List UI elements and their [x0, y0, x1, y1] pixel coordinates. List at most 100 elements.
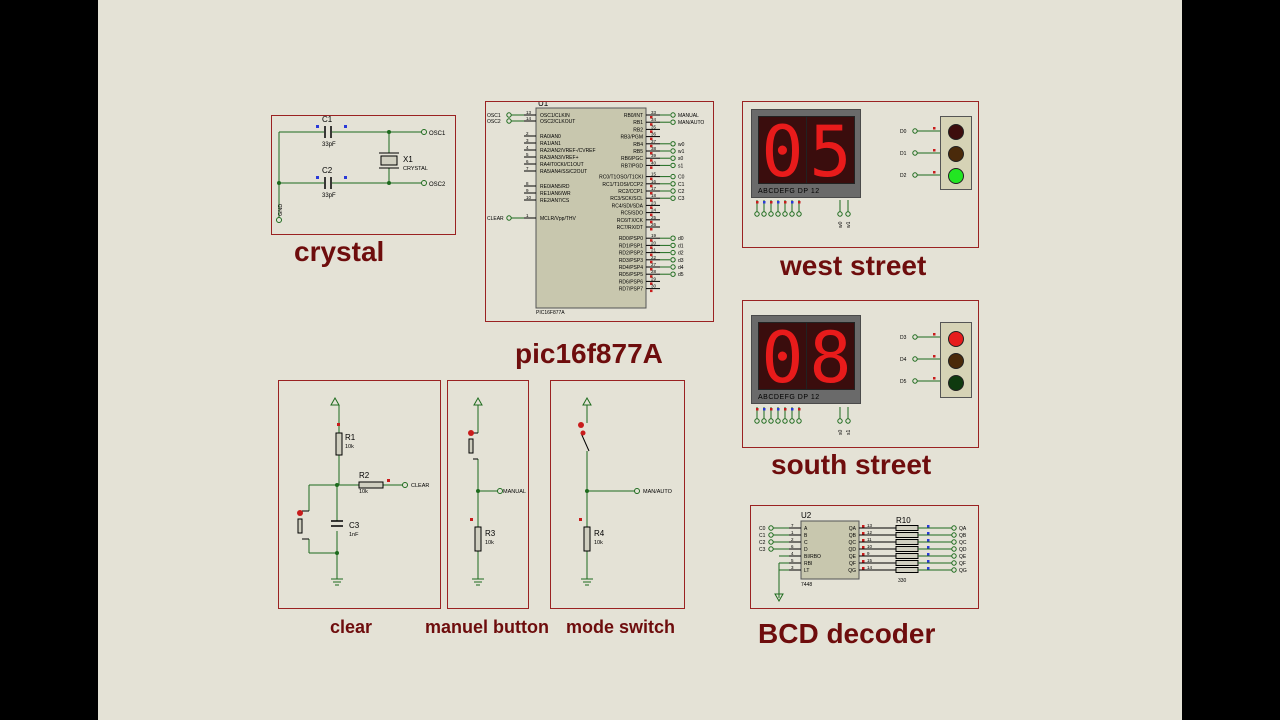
south-segment-terminal[interactable] [754, 418, 760, 424]
decoder-input-terminal[interactable] [768, 546, 774, 552]
pic-terminal[interactable] [670, 155, 676, 161]
south-lamp-terminal[interactable] [912, 356, 918, 362]
south-select-terminal[interactable] [837, 418, 843, 424]
pic-pin-name: RA5/AN4/SS/C2OUT [540, 169, 587, 175]
pic-terminal[interactable] [670, 257, 676, 263]
u1-ref: U1 [538, 102, 549, 108]
south-select-label: s1 [846, 430, 852, 436]
pic-pin-name: RA3/AN3/VREF+ [540, 155, 579, 161]
pic-pin-name: RA1/AN1 [540, 141, 561, 147]
south-segment-terminal[interactable] [796, 418, 802, 424]
pic-terminal[interactable] [670, 195, 676, 201]
south-segment-terminal[interactable] [768, 418, 774, 424]
pic-pin-num: 17 [651, 186, 657, 191]
c1-value: 33pF [322, 142, 336, 148]
south-lamp-terminal[interactable] [912, 334, 918, 340]
west-segment-terminal[interactable] [796, 211, 802, 217]
west-segment-terminal[interactable] [761, 211, 767, 217]
decoder-input-terminal[interactable] [768, 539, 774, 545]
decoder-input-label: C0 [759, 526, 766, 532]
south-segment-terminal[interactable] [789, 418, 795, 424]
pic-pin-num: 7 [526, 166, 529, 171]
pic-terminal-label: s1 [678, 163, 684, 169]
decoder-output-terminal[interactable] [951, 525, 957, 531]
decoder-pin-name: QA [849, 526, 857, 532]
pic-terminal[interactable] [670, 181, 676, 187]
pic-pin-num: 23 [651, 200, 657, 205]
decoder-resistor [895, 532, 919, 538]
pic-terminal[interactable] [670, 235, 676, 241]
south-pin-labels: ABCDEFG DP 12 [758, 394, 820, 401]
decoder-output-terminal[interactable] [951, 567, 957, 573]
decoder-input-terminal[interactable] [768, 525, 774, 531]
south-digit-1-panel: 0 [758, 319, 807, 397]
pic-terminal[interactable] [670, 141, 676, 147]
pic-pin-name: RA4/T0CKI/C1OUT [540, 162, 584, 168]
pic-pin-name: RB2 [633, 127, 643, 133]
pic-terminal[interactable] [670, 188, 676, 194]
decoder-pin-num: 13 [867, 523, 873, 528]
pic-terminal[interactable] [670, 264, 676, 270]
pic-part: PIC16F877A [536, 310, 565, 316]
west-segment-terminal[interactable] [768, 211, 774, 217]
decoder-output-label: QF [959, 561, 966, 567]
pic-terminal[interactable] [670, 271, 676, 277]
west-segment-terminal[interactable] [775, 211, 781, 217]
decoder-output-terminal[interactable] [951, 532, 957, 538]
decoder-output-terminal[interactable] [951, 539, 957, 545]
west-select-terminal[interactable] [837, 211, 843, 217]
decoder-output-terminal[interactable] [951, 560, 957, 566]
west-lamp-terminal[interactable] [912, 172, 918, 178]
pic-pin-name: RA0/AN0 [540, 134, 561, 140]
south-lamp-label: D4 [900, 357, 907, 363]
r3-value: 10k [485, 540, 494, 546]
west-lamp-terminal[interactable] [912, 128, 918, 134]
west-segment-terminal[interactable] [789, 211, 795, 217]
pic-terminal-label: w1 [678, 149, 685, 155]
x1-type: CRYSTAL [403, 166, 428, 172]
pic-pin-name: RC5/SDO [621, 211, 643, 217]
decoder-resistor [895, 525, 919, 531]
pic-pin-num: 30 [651, 284, 657, 289]
decoder-body[interactable] [800, 520, 860, 580]
pic-terminal[interactable] [670, 162, 676, 169]
west-lamp-label: D1 [900, 151, 907, 157]
manual-terminal: MANUAL [503, 489, 526, 495]
west-segment-terminal[interactable] [754, 211, 760, 217]
pic-terminal[interactable] [670, 119, 676, 125]
pic-terminal[interactable] [506, 118, 512, 124]
manual-frame: R3 10k MANUAL [447, 380, 529, 609]
pic-terminal[interactable] [670, 173, 676, 180]
south-segment-terminal[interactable] [782, 418, 788, 424]
decoder-pin-name: B [804, 533, 808, 539]
pic-terminal[interactable] [670, 148, 676, 154]
west-segment-terminal[interactable] [782, 211, 788, 217]
pic-body[interactable] [535, 107, 647, 309]
south-lamp-terminal[interactable] [912, 378, 918, 384]
pic-terminal[interactable] [506, 215, 512, 221]
pic-terminal[interactable] [670, 242, 676, 249]
schematic-canvas[interactable]: C1 33pF C2 33pF X1 CRYSTAL OSC1 OSC2 GND… [98, 0, 1182, 720]
pic-terminal[interactable] [670, 249, 676, 256]
decoder-output-terminal[interactable] [951, 546, 957, 552]
r4-value: 10k [594, 540, 603, 546]
decoder-pin-num: 14 [867, 565, 873, 570]
pic-terminal[interactable] [506, 112, 512, 118]
pic-terminal[interactable] [670, 112, 676, 118]
pic-pin-name: RD7/PSP7 [619, 287, 643, 293]
clear-terminal: CLEAR [411, 483, 429, 489]
west-select-terminal[interactable] [845, 211, 851, 217]
pic-pin-num: 14 [526, 116, 532, 121]
pic-label: pic16f877A [515, 338, 663, 369]
decoder-pin-num: 12 [867, 530, 873, 535]
clear-circuit: R1 10k R2 10k C3 1nF CLEAR [297, 396, 429, 586]
south-segment-terminal[interactable] [761, 418, 767, 424]
decoder-output-terminal[interactable] [951, 553, 957, 559]
south-select-terminal[interactable] [845, 418, 851, 424]
west-lamp-terminal[interactable] [912, 150, 918, 156]
pic-pin-num: 40 [651, 160, 657, 165]
decoder-input-terminal[interactable] [768, 532, 774, 538]
south-segment-terminal[interactable] [775, 418, 781, 424]
decoder-input-label: C1 [759, 533, 766, 539]
